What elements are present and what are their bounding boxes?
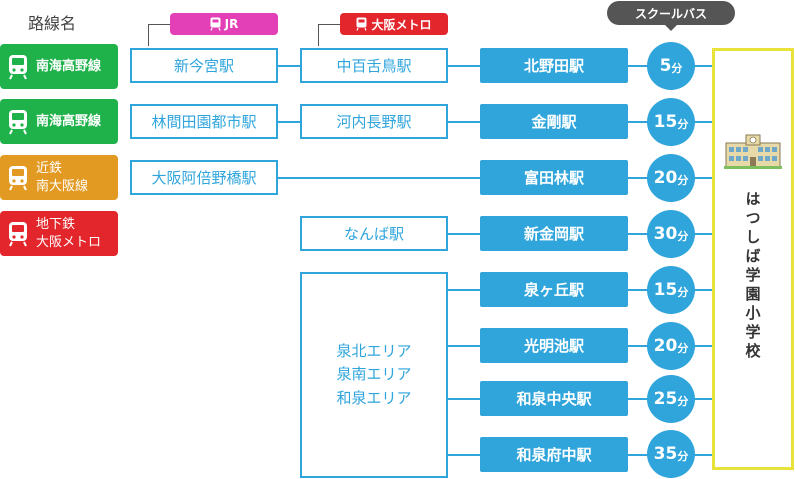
connector-line [448, 65, 480, 67]
travel-time-minutes: 15 [653, 112, 678, 132]
area-box: 泉北エリア 泉南エリア 和泉エリア [300, 272, 448, 478]
line-label: 近鉄南大阪線 [36, 160, 88, 195]
line-badge-kintetsu: 近鉄南大阪線 [0, 155, 118, 200]
school-building-icon [724, 134, 782, 169]
travel-time-unit: 分 [677, 450, 689, 463]
travel-time-minutes: 25 [653, 389, 678, 409]
line-label-text: 近鉄 [36, 160, 63, 176]
travel-time-unit: 分 [677, 342, 689, 355]
travel-time-minutes: 20 [653, 168, 678, 188]
travel-time-unit: 分 [677, 118, 689, 131]
metro-tag-label: 大阪メトロ [371, 17, 432, 32]
train-icon [356, 17, 368, 31]
train-icon [9, 221, 27, 246]
travel-time-unit: 分 [677, 395, 689, 408]
train-icon [9, 109, 27, 134]
connector-line [448, 398, 480, 400]
school-bus-label: スクールバス [607, 1, 735, 25]
travel-time-minutes: 15 [653, 280, 678, 300]
train-icon [9, 165, 27, 190]
connector-line [448, 345, 480, 347]
legend-title: 路線名 [28, 14, 77, 33]
bus-stop-shin-kanaoka: 新金岡駅 [480, 216, 628, 251]
connector-line [448, 233, 480, 235]
bus-stop-tondabayashi: 富田林駅 [480, 160, 628, 195]
line-label: 地下鉄大阪メトロ [36, 216, 101, 251]
station-nakamozu: 中百舌鳥駅 [300, 48, 448, 83]
bus-stop-komyoike: 光明池駅 [480, 328, 628, 363]
line-label-text: 南大阪線 [36, 178, 89, 194]
jr-tag-connector [148, 24, 170, 46]
jr-tag: JR [170, 13, 278, 35]
bus-stop-izumi-chuo: 和泉中央駅 [480, 381, 628, 416]
metro-tag: 大阪メトロ [340, 13, 448, 35]
connector-line [448, 454, 480, 456]
travel-time-unit: 分 [677, 230, 689, 243]
area-label: 泉北エリア [336, 342, 412, 361]
area-label: 和泉エリア [336, 388, 412, 407]
station-rinkan-denentoshi: 林間田園都市駅 [130, 104, 278, 139]
school-bus-pointer [664, 24, 678, 31]
area-label: 泉南エリア [336, 365, 412, 384]
connector-line [278, 65, 300, 67]
bus-stop-kongo: 金剛駅 [480, 104, 628, 139]
travel-time-minutes: 5 [659, 56, 672, 76]
metro-tag-connector [318, 24, 340, 46]
station-shin-imamiya: 新今宮駅 [130, 48, 278, 83]
line-label-text: 南海高野線 [36, 113, 102, 129]
line-badge-nankai-koya-1: 南海高野線 [0, 44, 118, 89]
travel-time-minutes: 30 [653, 224, 678, 244]
line-badge-nankai-koya-2: 南海高野線 [0, 99, 118, 144]
line-badge-osaka-metro: 地下鉄大阪メトロ [0, 211, 118, 256]
travel-time-unit: 分 [671, 62, 683, 75]
train-icon [210, 17, 221, 31]
station-kawachinagano: 河内長野駅 [300, 104, 448, 139]
line-label: 南海高野線 [36, 58, 101, 76]
bus-stop-izumi-fuchu: 和泉府中駅 [480, 437, 628, 472]
line-label: 南海高野線 [36, 113, 101, 131]
travel-time-minutes: 20 [653, 336, 678, 356]
connector-line [278, 121, 300, 123]
bus-stop-izumigaoka: 泉ヶ丘駅 [480, 272, 628, 307]
travel-time-minutes: 35 [653, 444, 678, 464]
travel-time-unit: 分 [677, 286, 689, 299]
station-namba: なんば駅 [300, 216, 448, 251]
jr-tag-label: JR [224, 17, 239, 31]
school-name: はつしば学園小学校 [743, 191, 762, 362]
line-label-text: 大阪メトロ [36, 234, 102, 250]
station-osaka-abenobashi: 大阪阿倍野橋駅 [130, 160, 278, 195]
school-destination: はつしば学園小学校 [712, 48, 794, 470]
bus-stop-kitanoda: 北野田駅 [480, 48, 628, 83]
connector-line [448, 289, 480, 291]
connector-line [278, 177, 480, 179]
line-label-text: 南海高野線 [36, 58, 102, 74]
connector-line [448, 121, 480, 123]
line-label-text: 地下鉄 [36, 216, 76, 232]
train-icon [9, 54, 27, 79]
travel-time-unit: 分 [677, 174, 689, 187]
